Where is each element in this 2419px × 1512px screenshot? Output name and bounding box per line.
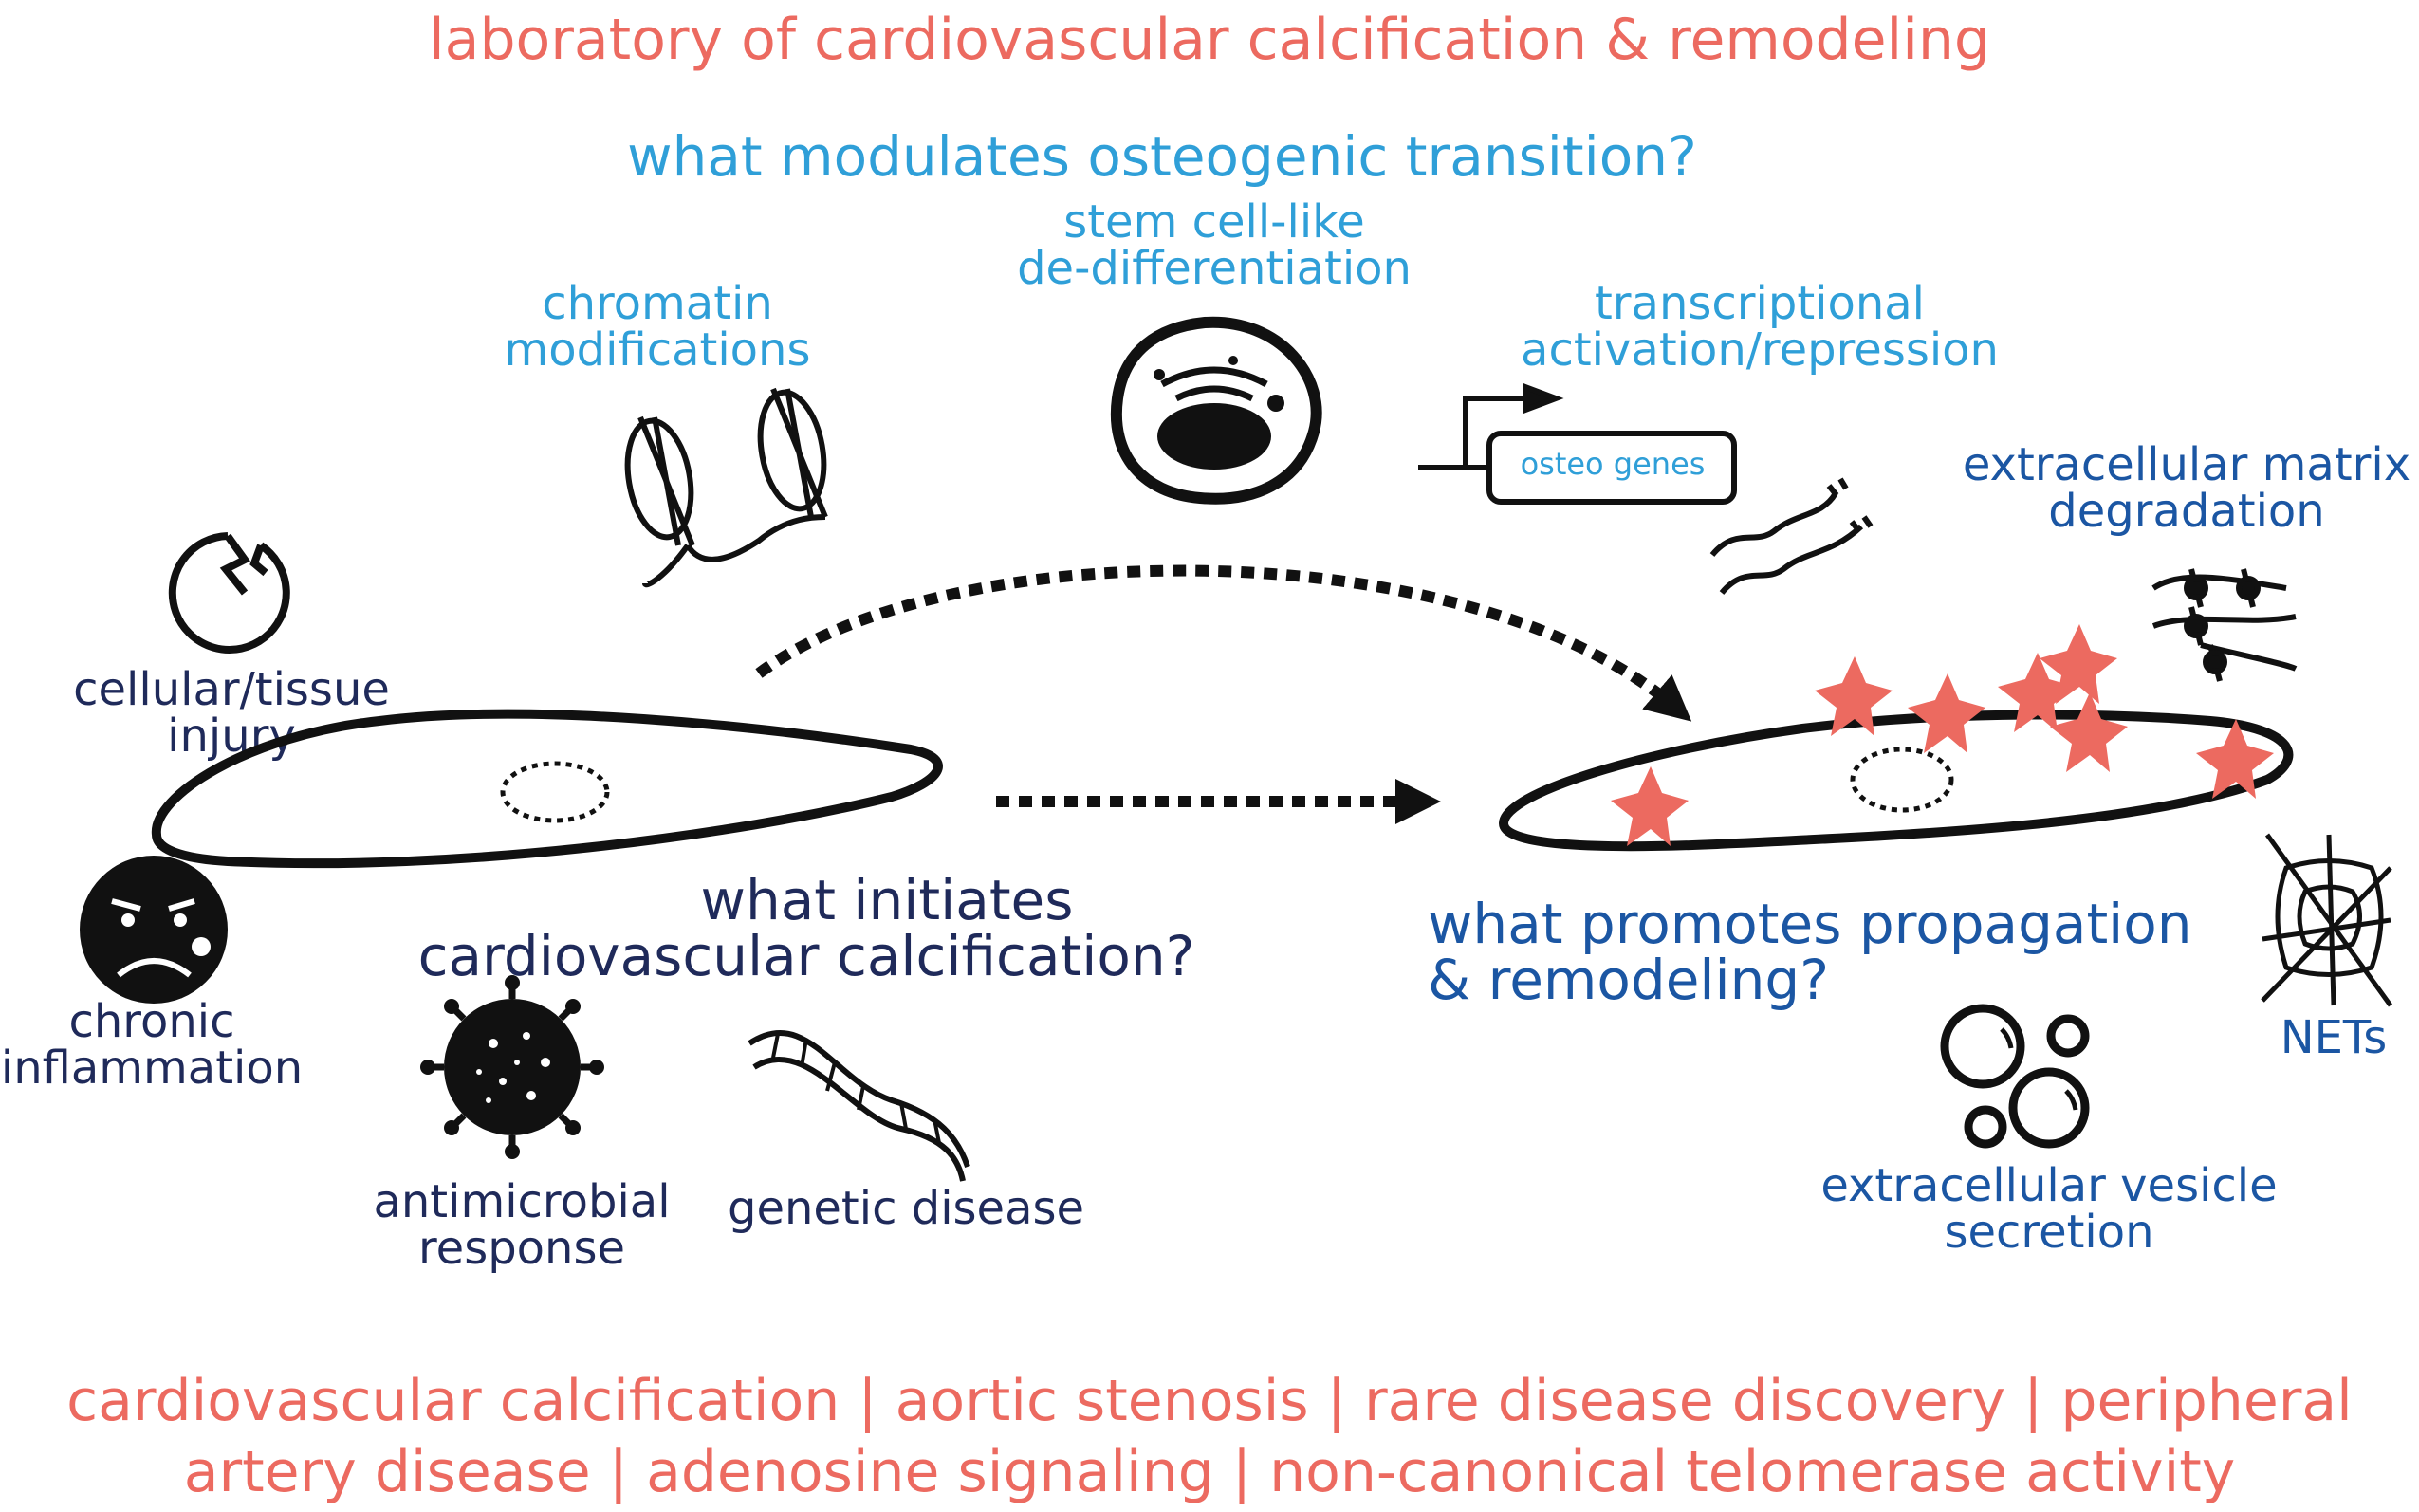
page-title: laboratory of cardiovascular calcificati…	[429, 7, 1990, 73]
calcification-star-icon	[1908, 673, 1985, 753]
chromatin-label: chromatin modifications	[468, 281, 847, 374]
calcification-star-icon	[2040, 624, 2117, 704]
calcified-cell	[1498, 710, 2294, 852]
vesicle-label: extracellular vesicle secretion	[1783, 1163, 2315, 1256]
stem-cell-label-line1: stem cell-like	[1063, 195, 1365, 249]
osteogenic-question: what modulates osteogenic transition?	[627, 124, 1697, 189]
stem-cell-label: stem cell-like de-differentiation	[977, 199, 1451, 292]
osteo-genes-box	[1486, 431, 1737, 505]
injury-label-line2: injury	[167, 709, 296, 763]
matrix-fiber-icon	[2151, 568, 2298, 682]
nucleus	[500, 761, 610, 823]
ecm-label: extracellular matrix degradation	[1959, 442, 2414, 535]
promoter-arrow-icon	[1418, 382, 1737, 505]
inflammation-label-line1: chronic	[68, 995, 235, 1048]
vesicle-label-line1: extracellular vesicle	[1820, 1159, 2278, 1212]
injury-label: cellular/tissue injury	[42, 667, 421, 760]
virus-icon	[420, 975, 604, 1159]
osteogenic-arrow	[755, 564, 1692, 722]
propagation-question-line2: & remodeling?	[1428, 948, 1829, 1013]
chromatin-label-line2: modifications	[504, 323, 811, 377]
stem-cell-label-line2: de-differentiation	[1017, 241, 1412, 295]
genetic-label: genetic disease	[727, 1182, 1085, 1235]
chromatin-label-line1: chromatin	[542, 277, 773, 330]
nucleus	[1850, 747, 1954, 813]
injury-label-line1: cellular/tissue	[73, 663, 390, 716]
inflammation-label: chronic inflammation	[0, 999, 304, 1092]
antimicrobial-label: antimicrobial response	[351, 1179, 692, 1272]
calcification-deposits	[1611, 624, 2274, 846]
propagation-question-line1: what promotes propagation	[1428, 892, 2192, 956]
calcification-star-icon	[1815, 656, 1893, 736]
calcification-star-icon	[2196, 719, 2274, 799]
vesicle-label-line2: secretion	[1944, 1205, 2154, 1259]
calcification-star-icon	[1998, 653, 2076, 732]
keywords-line2: artery disease | adenosine signaling | n…	[183, 1439, 2236, 1505]
propagation-question: what promotes propagation & remodeling?	[1428, 892, 2244, 1013]
keywords: cardiovascular calcification | aortic st…	[0, 1366, 2419, 1508]
transcription-label: transcriptional activation/repression	[1475, 281, 2044, 374]
antimicrobial-label-line2: response	[417, 1221, 625, 1275]
healthy-cell	[151, 709, 943, 869]
injured-cell-icon	[168, 532, 290, 654]
keywords-line1: cardiovascular calcification | aortic st…	[66, 1368, 2353, 1434]
nets-label: NETs	[2280, 1011, 2388, 1064]
transcription-label-line2: activation/repression	[1521, 323, 1999, 377]
vesicle-icon	[1940, 1004, 2090, 1149]
ecm-label-line2: degradation	[2048, 484, 2325, 538]
transcription-label-line1: transcriptional	[1594, 277, 1926, 330]
initiation-question: what initiates cardiovascular calcificat…	[332, 868, 1281, 989]
osteo-genes-label: osteo genes	[1520, 446, 1706, 482]
calcification-star-icon	[1611, 766, 1689, 846]
mrna-icon	[1709, 477, 1874, 596]
initiation-question-line2: cardiovascular calcification?	[417, 924, 1195, 989]
antimicrobial-label-line1: antimicrobial	[373, 1175, 671, 1228]
calcification-star-icon	[2050, 692, 2128, 772]
ecm-label-line1: extracellular matrix	[1962, 438, 2411, 491]
initiation-question-line1: what initiates	[700, 868, 1074, 932]
dna-icon	[748, 1029, 970, 1182]
stem-cell-icon	[1110, 316, 1322, 505]
inflammation-label-line2: inflammation	[0, 1041, 304, 1095]
chromatin-icon	[624, 387, 828, 588]
net-web-icon	[2261, 833, 2393, 1007]
sad-face-icon	[80, 856, 228, 1004]
